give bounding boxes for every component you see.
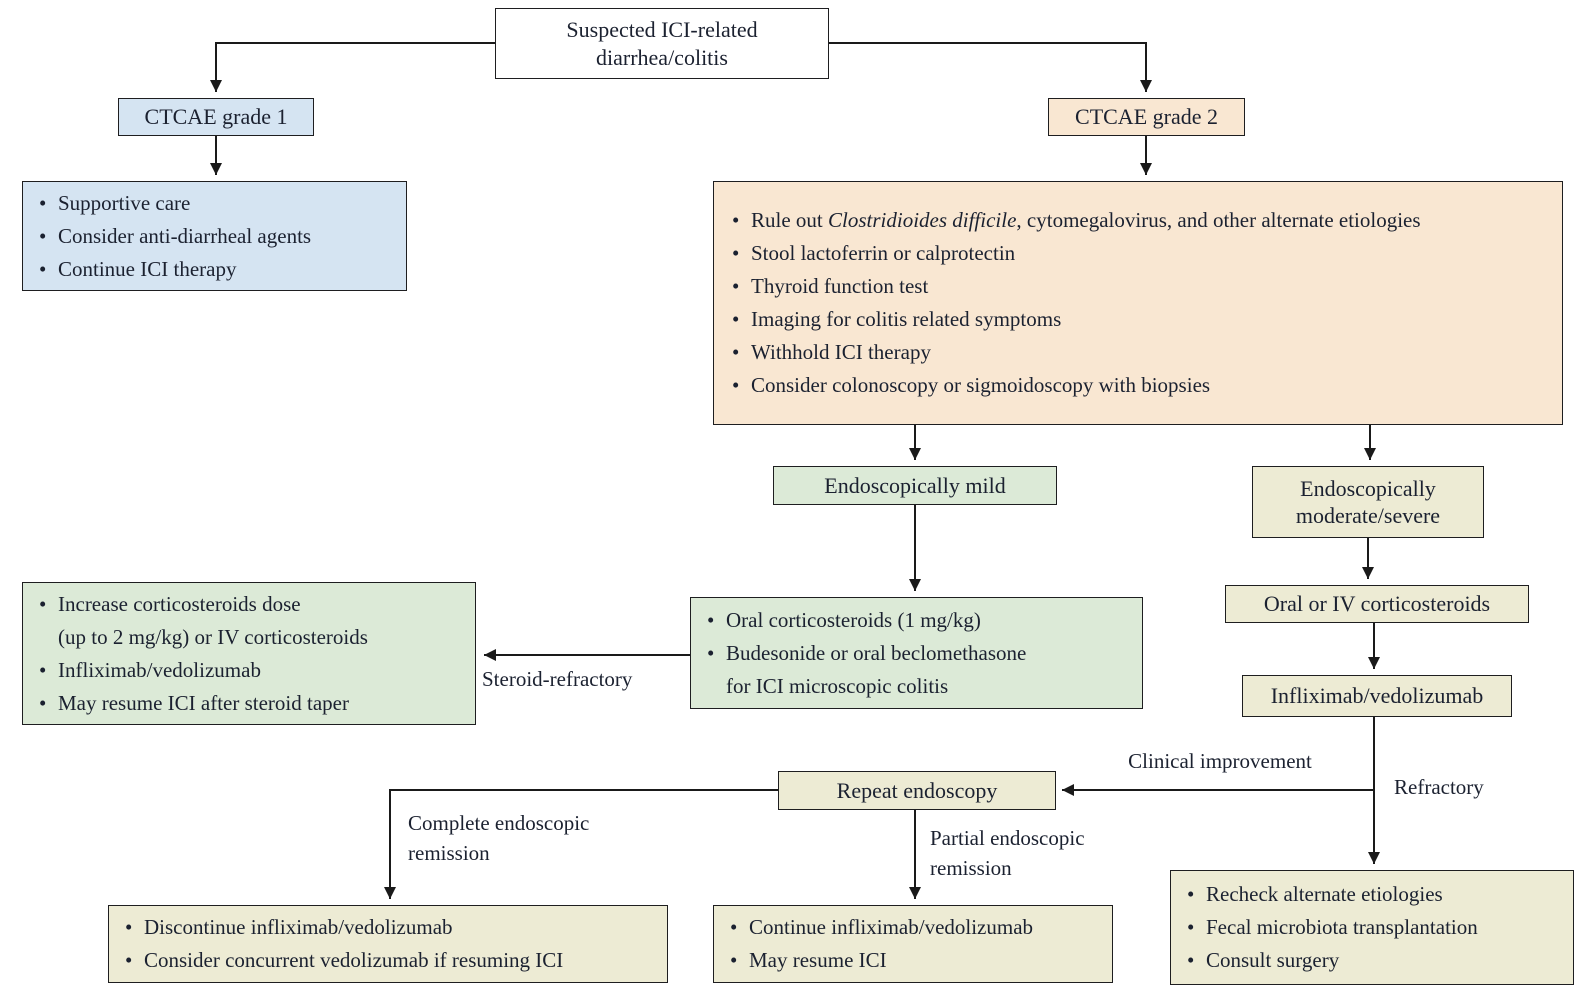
edge-label-clinical-improvement: Clinical improvement (1128, 749, 1312, 773)
box-ctcae-grade-2: CTCAE grade 2 (1048, 98, 1245, 136)
edge-label-refractory: Refractory (1394, 775, 1484, 799)
box-oral-or-iv-corticosteroids: Oral or IV corticosteroids (1225, 585, 1529, 623)
connector-suspected-to-grade1 (210, 42, 495, 92)
oral-or-iv-corticosteroids-label: Oral or IV corticosteroids (1263, 591, 1491, 617)
steroid-refractory-treatment-list: Increase corticosteroids dose (up to 2 m… (37, 588, 467, 720)
refractory-actions-list: Recheck alternate etiologies Fecal micro… (1185, 878, 1565, 977)
box-mild-treatment: Oral corticosteroids (1 mg/kg) Budesonid… (690, 597, 1143, 709)
box-ctcae-grade-1: CTCAE grade 1 (118, 98, 314, 136)
bullet-item: Increase corticosteroids dose (up to 2 m… (37, 588, 467, 654)
ctcae-grade-2-label: CTCAE grade 2 (1075, 104, 1218, 130)
box-grade1-actions: Supportive care Consider anti-diarrheal … (22, 181, 407, 291)
repeat-endoscopy-label: Repeat endoscopy (836, 777, 998, 803)
bullet-item: Continue infliximab/vedolizumab (728, 911, 1104, 944)
box-infliximab-vedolizumab: Infliximab/vedolizumab (1242, 675, 1512, 717)
rule-out-italic: Clostridioides difficile (828, 208, 1017, 232)
edge-label-complete-endoscopic-remission: Complete endoscopic remission (408, 811, 590, 865)
bullet-item: Fecal microbiota transplantation (1185, 911, 1565, 944)
grade2-workup-list: Rule out Clostridioides difficile, cytom… (730, 204, 1554, 402)
bullet-item: Consider colonoscopy or sigmoidoscopy wi… (730, 369, 1554, 402)
mild-treatment-list: Oral corticosteroids (1 mg/kg) Budesonid… (705, 604, 1134, 703)
connector-suspected-to-grade2 (829, 42, 1152, 92)
box-grade2-workup: Rule out Clostridioides difficile, cytom… (713, 181, 1563, 425)
bullet-item: Oral corticosteroids (1 mg/kg) (705, 604, 1134, 637)
infliximab-vedolizumab-label: Infliximab/vedolizumab (1270, 683, 1484, 709)
box-steroid-refractory-treatment: Increase corticosteroids dose (up to 2 m… (22, 582, 476, 725)
bullet-item: Supportive care (37, 187, 398, 220)
bullet-item: Recheck alternate etiologies (1185, 878, 1565, 911)
bullet-item: Consider concurrent vedolizumab if resum… (123, 944, 659, 977)
bullet-item: Imaging for colitis related symptoms (730, 303, 1554, 336)
endoscopically-moderate-severe-label: Endoscopically moderate/severe (1295, 475, 1441, 529)
box-endoscopically-moderate-severe: Endoscopically moderate/severe (1252, 466, 1484, 538)
endoscopically-mild-label: Endoscopically mild (824, 472, 1006, 498)
edge-label-steroid-refractory: Steroid-refractory (482, 667, 633, 691)
bullet-item: May resume ICI after steroid taper (37, 687, 467, 720)
bullet-item: Stool lactoferrin or calprotectin (730, 237, 1554, 270)
bullet-item: Continue ICI therapy (37, 253, 398, 286)
rule-out-prefix: Rule out (751, 208, 828, 232)
edge-label-partial-endoscopic-remission: Partial endoscopic remission (930, 826, 1085, 880)
bullet-item: Rule out Clostridioides difficile, cytom… (730, 204, 1554, 237)
bullet-item: Discontinue infliximab/vedolizumab (123, 911, 659, 944)
box-complete-remission-actions: Discontinue infliximab/vedolizumab Consi… (108, 905, 668, 983)
bullet-item: May resume ICI (728, 944, 1104, 977)
box-endoscopically-mild: Endoscopically mild (773, 466, 1057, 505)
bullet-item: Thyroid function test (730, 270, 1554, 303)
bullet-item: Consider anti-diarrheal agents (37, 220, 398, 253)
grade1-actions-list: Supportive care Consider anti-diarrheal … (37, 187, 398, 286)
box-refractory-actions: Recheck alternate etiologies Fecal micro… (1170, 870, 1574, 985)
bullet-item: Withhold ICI therapy (730, 336, 1554, 369)
partial-remission-actions-list: Continue infliximab/vedolizumab May resu… (728, 911, 1104, 977)
suspected-label: Suspected ICI-related diarrhea/colitis (566, 17, 758, 70)
complete-remission-actions-list: Discontinue infliximab/vedolizumab Consi… (123, 911, 659, 977)
bullet-item: Budesonide or oral beclomethasone for IC… (705, 637, 1134, 703)
box-partial-remission-actions: Continue infliximab/vedolizumab May resu… (713, 905, 1113, 983)
bullet-item: Consult surgery (1185, 944, 1565, 977)
ctcae-grade-1-label: CTCAE grade 1 (144, 104, 288, 130)
rule-out-suffix: , cytomegalovirus, and other alternate e… (1016, 208, 1421, 232)
bullet-item: Infliximab/vedolizumab (37, 654, 467, 687)
box-repeat-endoscopy: Repeat endoscopy (778, 771, 1056, 810)
box-suspected-ici-diarrhea-colitis: Suspected ICI-related diarrhea/colitis (495, 8, 829, 79)
